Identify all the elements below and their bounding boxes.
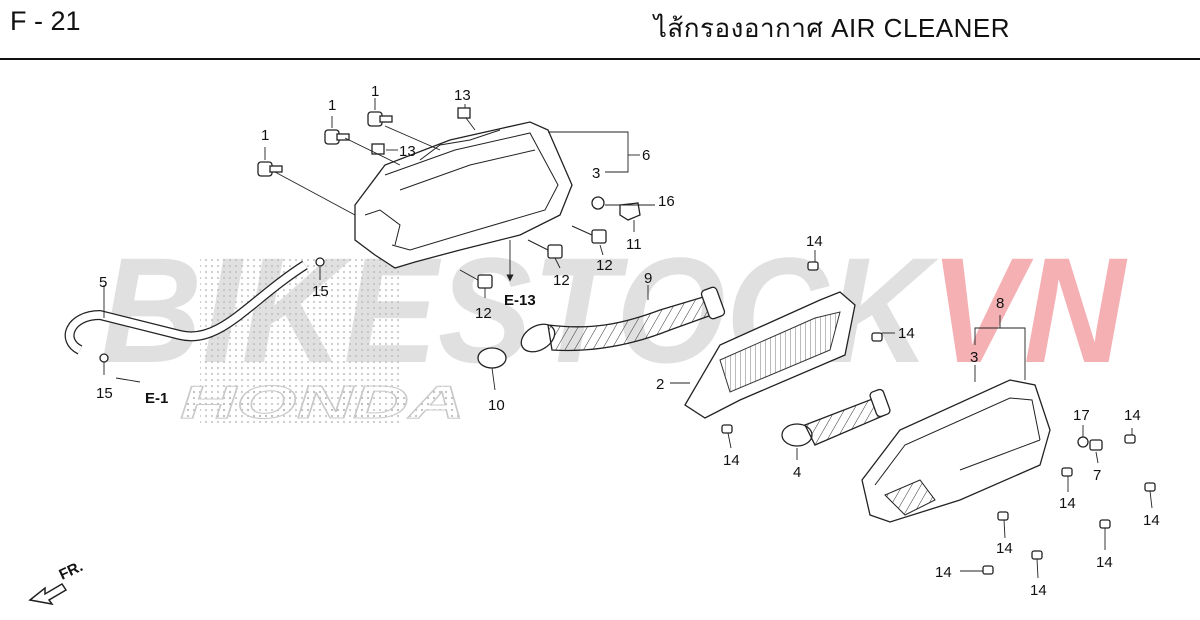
callout-12c: 12 — [475, 305, 492, 322]
watermark-brand-right: VN — [930, 226, 1128, 394]
tube-5 — [65, 261, 308, 354]
front-label: FR. — [57, 558, 86, 584]
connecting-duct-9 — [520, 286, 726, 353]
callout-13a: 13 — [454, 87, 471, 104]
ref-e1: E-1 — [145, 390, 168, 407]
clip-15-a — [315, 257, 325, 267]
bolt-1-a — [257, 161, 283, 177]
bolt-1-c — [367, 111, 393, 127]
callout-7: 7 — [1093, 467, 1101, 484]
callout-14-b: 14 — [898, 325, 915, 342]
plug-7 — [1089, 439, 1103, 451]
callout-12b: 12 — [553, 272, 570, 289]
band-10 — [477, 347, 507, 369]
inlet-snorkel-4 — [781, 388, 891, 447]
callouts: 1 1 1 13 13 3 6 16 11 12 12 12 15 15 5 9… — [96, 83, 1160, 599]
leader-lines — [103, 98, 1153, 579]
drain-cap-11 — [619, 202, 641, 221]
air-element-2 — [684, 291, 856, 419]
callout-9: 9 — [644, 270, 652, 287]
clamp-16 — [591, 196, 605, 210]
callout-14-j: 14 — [935, 564, 952, 581]
callout-3-upper: 3 — [592, 165, 600, 182]
callout-8: 8 — [996, 295, 1004, 312]
callout-1c: 1 — [371, 83, 379, 100]
callout-2: 2 — [656, 376, 664, 393]
callout-14-d: 14 — [1124, 407, 1141, 424]
watermark-dot-field — [200, 255, 400, 425]
screws-14 — [721, 261, 1156, 575]
callout-14-c: 14 — [723, 452, 740, 469]
callout-10: 10 — [488, 397, 505, 414]
header-rule — [0, 58, 1200, 60]
clip-15-b — [99, 353, 109, 363]
callout-13b: 13 — [399, 143, 416, 160]
callout-14-i: 14 — [1030, 582, 1047, 599]
callout-6: 6 — [642, 147, 650, 164]
upper-case — [354, 121, 573, 269]
callout-14-a: 14 — [806, 233, 823, 250]
bolt-1-b — [324, 129, 350, 145]
clip-17 — [1077, 436, 1089, 448]
watermark-honda: HONDA — [180, 376, 465, 428]
clip-13-a — [457, 107, 471, 119]
callout-11: 11 — [626, 236, 642, 253]
callout-12a: 12 — [596, 257, 613, 274]
callout-14-h: 14 — [1096, 554, 1113, 571]
callout-1b: 1 — [328, 97, 336, 114]
callout-4: 4 — [793, 464, 801, 481]
callout-17: 17 — [1073, 407, 1090, 424]
callout-16: 16 — [658, 193, 675, 210]
callout-15a: 15 — [312, 283, 329, 300]
page-code: F - 21 — [10, 6, 81, 36]
lower-case-8 — [861, 379, 1051, 523]
callout-14-f: 14 — [1143, 512, 1160, 529]
callout-14-e: 14 — [1059, 495, 1076, 512]
callout-14-g: 14 — [996, 540, 1013, 557]
bolt-12-c — [459, 269, 493, 289]
callout-1a: 1 — [261, 127, 269, 144]
page-title: ไส้กรองอากาศ AIR CLEANER — [653, 13, 1010, 43]
callout-3-lower: 3 — [970, 349, 978, 366]
bolt-12-b — [527, 239, 563, 259]
ref-e13: E-13 — [504, 292, 536, 309]
front-arrow-icon — [28, 582, 68, 606]
bolt-12-a — [571, 225, 607, 244]
callout-5: 5 — [99, 274, 107, 291]
callout-15b: 15 — [96, 385, 113, 402]
